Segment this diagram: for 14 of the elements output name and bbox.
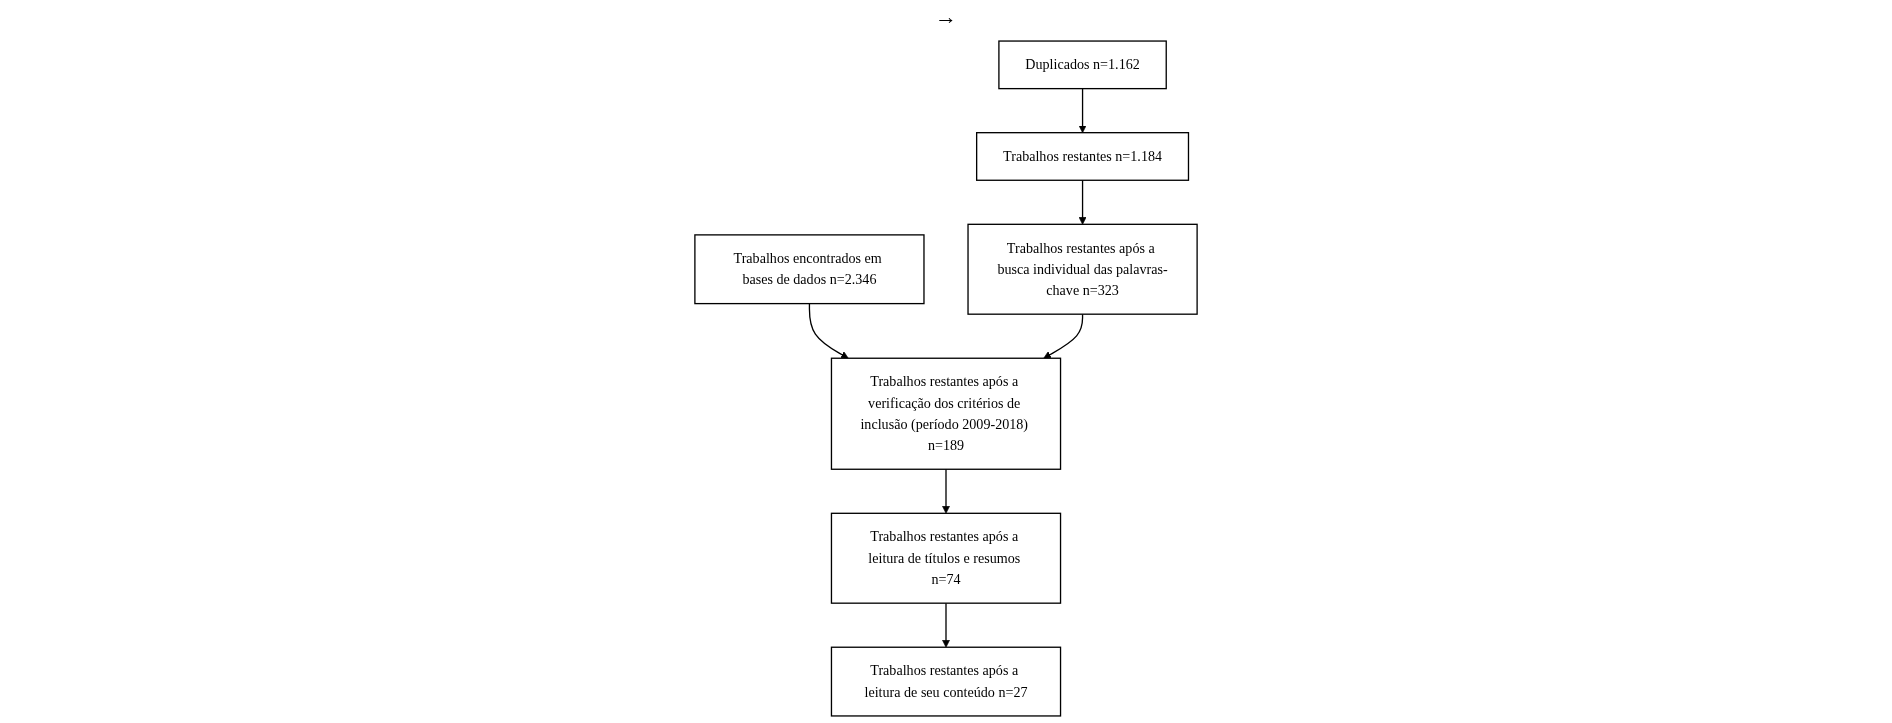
node-box: Trabalhos restantes após a leitura de títulos e resumos n=74 xyxy=(830,512,1062,604)
arrow xyxy=(808,302,849,359)
arrow xyxy=(1078,179,1087,225)
arrow xyxy=(942,602,950,648)
node-box: Duplicados n=1.162 xyxy=(998,40,1167,90)
node-box: Trabalhos encontrados em bases de dados n=2.346 xyxy=(694,234,925,305)
arrow xyxy=(1078,87,1087,134)
arrow-symbol: → xyxy=(935,4,957,30)
arrow xyxy=(942,468,950,514)
node-box: Trabalhos restantes após a verificação dos critérios de inclusão (período 2009-2018) n=189 xyxy=(830,357,1062,470)
node-box: Trabalhos restantes n=1.184 xyxy=(976,132,1190,181)
node-box: Trabalhos restantes após a busca individual das palavras-chave n=323 xyxy=(967,223,1198,315)
node-box: Trabalhos restantes após a leitura de seu conteúdo n=27 xyxy=(830,646,1062,717)
arrow xyxy=(1043,313,1084,359)
